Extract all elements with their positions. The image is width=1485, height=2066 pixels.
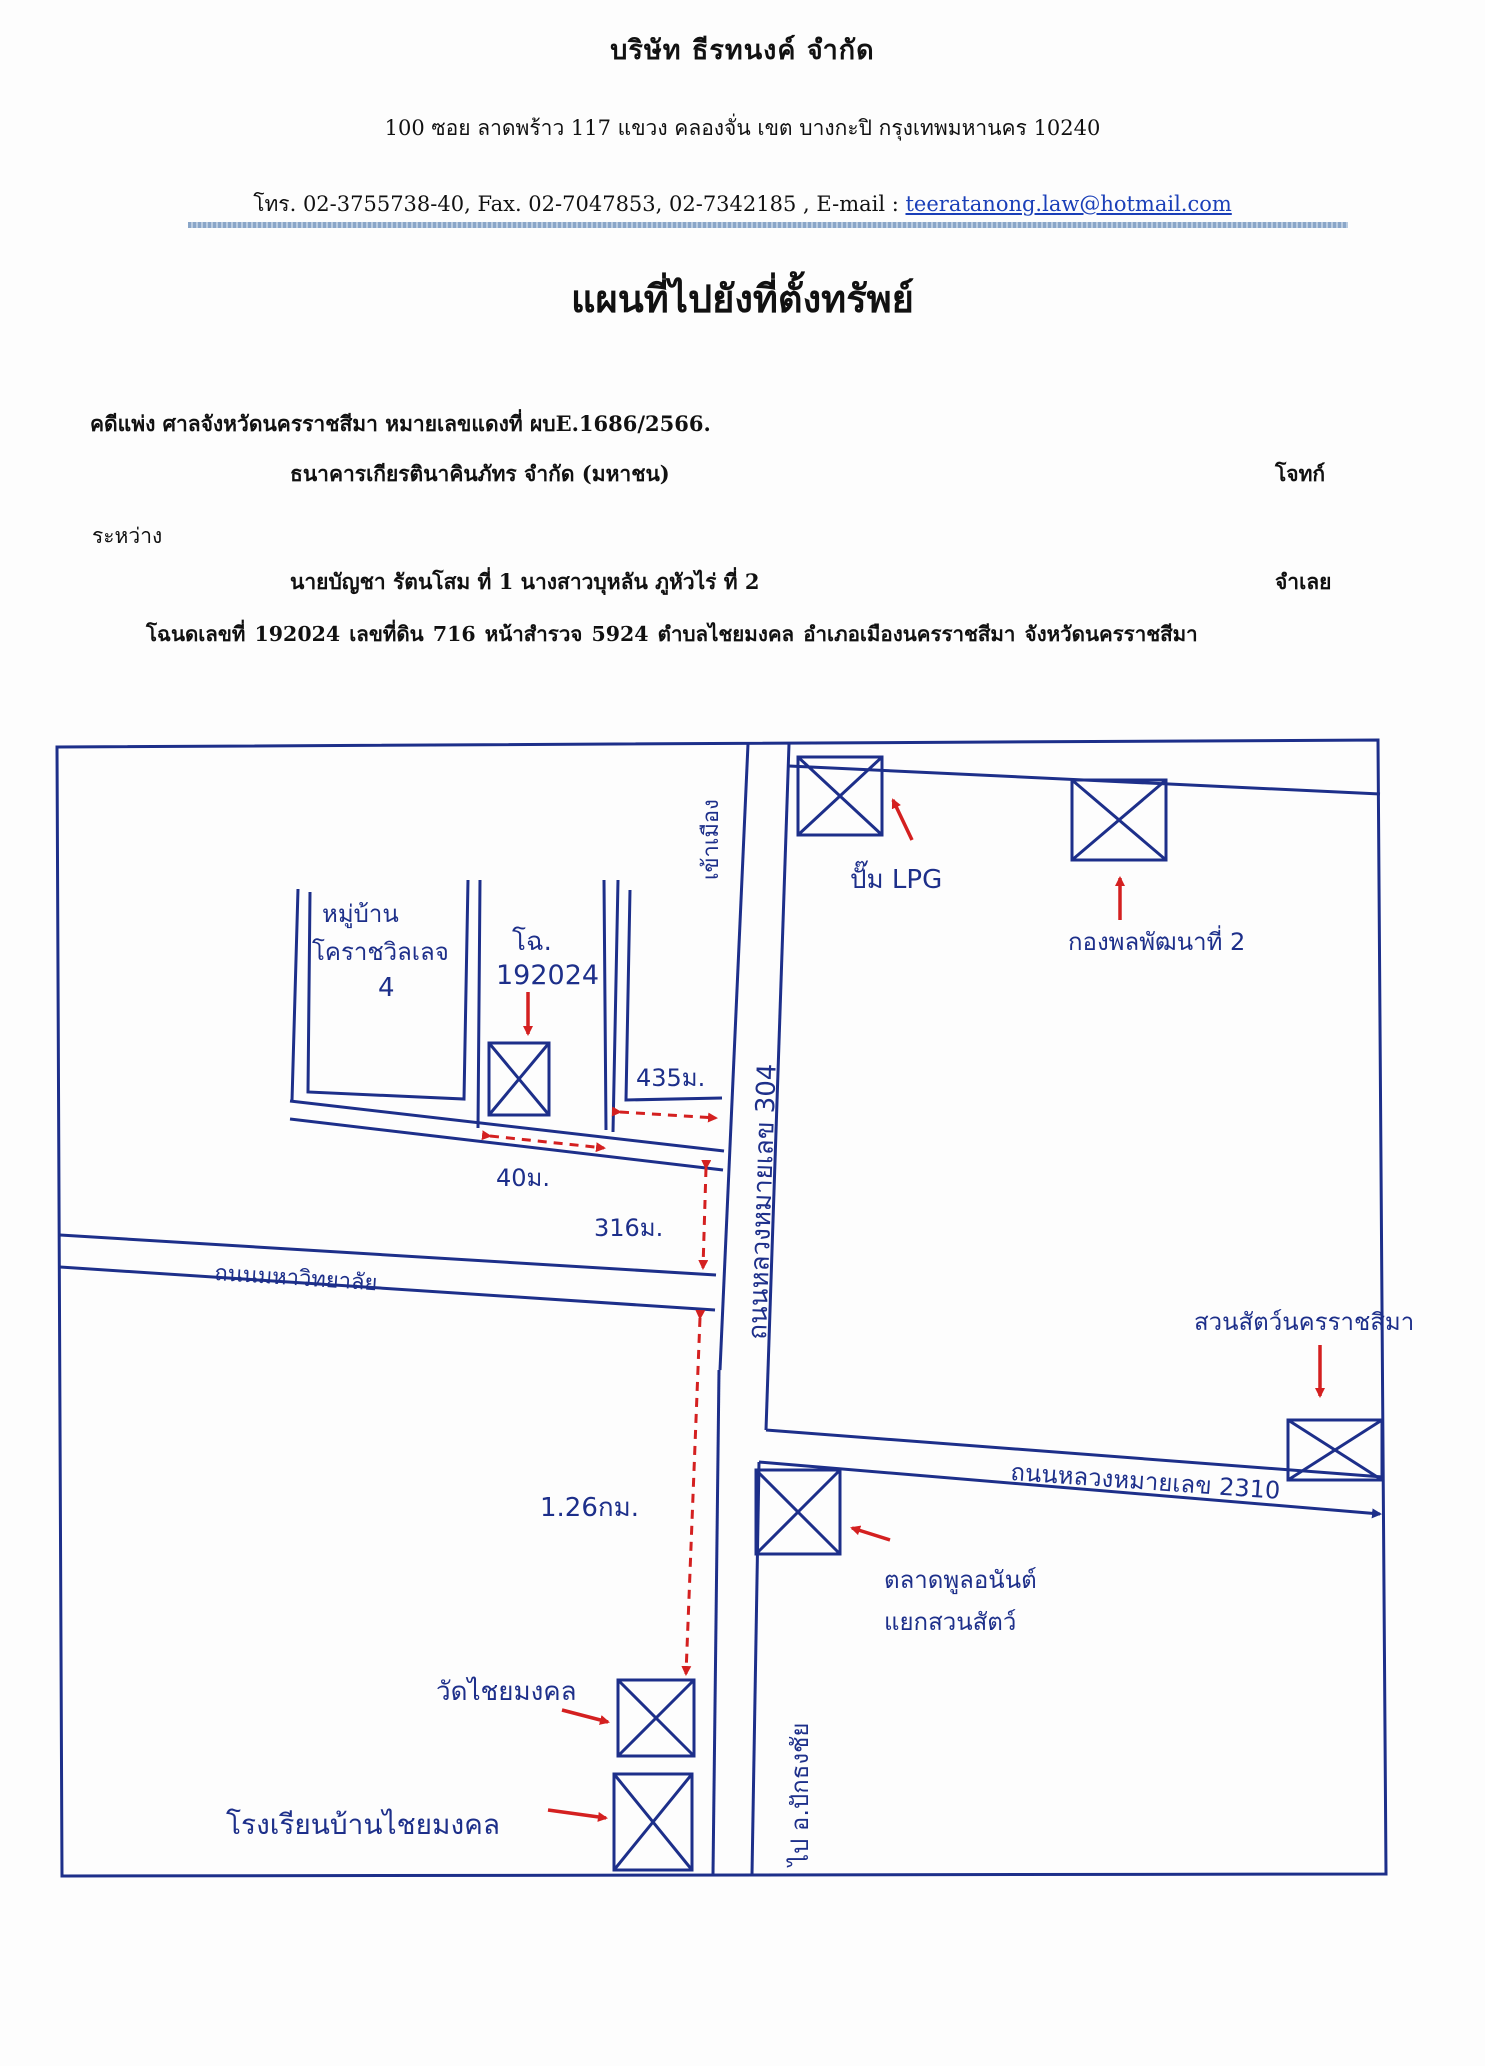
road-304-east-edge-south — [750, 1461, 761, 1875]
school-label: โรงเรียนบ้านไชยมงคล — [226, 1808, 500, 1841]
deed-label-2: 192024 — [496, 960, 599, 991]
page-title: แผนที่ไปยังที่ตั้งทรัพย์ — [571, 276, 914, 321]
road-304-west-edge — [718, 743, 750, 1371]
dist-435-label: 435ม. — [636, 1064, 705, 1092]
market-marker — [754, 1468, 842, 1556]
case-line: คดีแพ่ง ศาลจังหวัดนครราชสีมา หมายเลขแดงท… — [90, 411, 711, 436]
arrow-to-temple — [561, 1708, 610, 1725]
plot-parcel — [476, 879, 608, 1131]
soi-north-edge — [289, 1099, 725, 1153]
dist-40-arrow — [481, 1130, 606, 1153]
battalion-label: กองพลพัฒนาที่ 2 — [1068, 925, 1245, 956]
village-label-3: 4 — [378, 973, 395, 1003]
plaintiff-name: ธนาคารเกียรตินาคินภัทร จำกัด (มหาชน) — [290, 461, 670, 486]
company-name: บริษัท ธีรทนงค์ จำกัด — [610, 35, 875, 66]
between-label: ระหว่าง — [92, 524, 163, 548]
dist-126-arrow — [681, 1309, 706, 1676]
road-university-label: ถนนมหาวิทยาลัย — [214, 1261, 378, 1296]
road-304-east-edge — [764, 743, 791, 1431]
company-address: 100 ซอย ลาดพร้าว 117 แขวง คลองจั่น เขต บ… — [384, 116, 1101, 140]
market-label-1: ตลาดพูลอนันต์ — [884, 1566, 1037, 1595]
market-label-2: แยกสวนสัตว์ — [884, 1608, 1016, 1636]
village-label-1: หมู่บ้าน — [322, 900, 399, 929]
side-lane — [611, 879, 723, 1133]
contact-phone-fax: โทร. 02-3755738-40, Fax. 02-7047853, 02-… — [253, 192, 906, 216]
map-frame — [55, 738, 1388, 1878]
dist-126-label: 1.26กม. — [540, 1493, 639, 1523]
lpg-label: ปั๊ม LPG — [850, 860, 942, 895]
defendant-role: จำเลย — [1275, 569, 1332, 594]
property-marker — [487, 1041, 551, 1117]
arrow-to-lpg — [891, 798, 914, 841]
deed-label-1: โฉ. — [512, 926, 552, 957]
lpg-station-marker — [796, 755, 884, 837]
arrow-to-school — [547, 1808, 608, 1822]
defendant-names: นายบัญชา รัตนโสม ที่ 1 นางสาวบุหลัน ภูหั… — [290, 569, 760, 594]
road-chao-mueang-label: เข้าเมือง — [699, 799, 724, 880]
battalion-marker — [1070, 778, 1168, 862]
pak-thong-chai-label: ไป อ.ปักธงชัย — [786, 1723, 814, 1868]
zoo-label: สวนสัตว์นครราชสีมา — [1194, 1308, 1414, 1336]
road-304-west-edge-south — [711, 1369, 721, 1875]
header-divider — [188, 222, 1348, 228]
deed-line: โฉนดเลขที่ 192024 เลขที่ดิน 716 หน้าสำรว… — [146, 622, 1198, 646]
school-marker — [612, 1772, 694, 1872]
company-contact: โทร. 02-3755738-40, Fax. 02-7047853, 02-… — [0, 188, 1485, 221]
village-block — [290, 879, 470, 1102]
road-2310-south-edge — [758, 1460, 1382, 1519]
dist-316-arrow — [698, 1159, 712, 1270]
zoo-marker — [1286, 1418, 1384, 1482]
dist-40-label: 40ม. — [496, 1164, 550, 1192]
dist-316-label: 316ม. — [594, 1214, 663, 1242]
road-university-south — [59, 1265, 716, 1312]
email-link[interactable]: teeratanong.law@hotmail.com — [905, 192, 1232, 216]
temple-marker — [616, 1678, 696, 1758]
dist-435-arrow — [611, 1106, 718, 1123]
road-2310-north-edge — [765, 1428, 1384, 1479]
temple-label: วัดไชยมงคล — [436, 1676, 577, 1707]
arrow-to-market — [850, 1525, 891, 1542]
road-university-north — [59, 1233, 717, 1277]
plaintiff-role: โจทก์ — [1275, 461, 1326, 486]
village-label-2: โคราชวิลเลจ — [312, 938, 449, 966]
road-304-label: ถนนหลวงหมายเลข 304 — [743, 1063, 783, 1340]
